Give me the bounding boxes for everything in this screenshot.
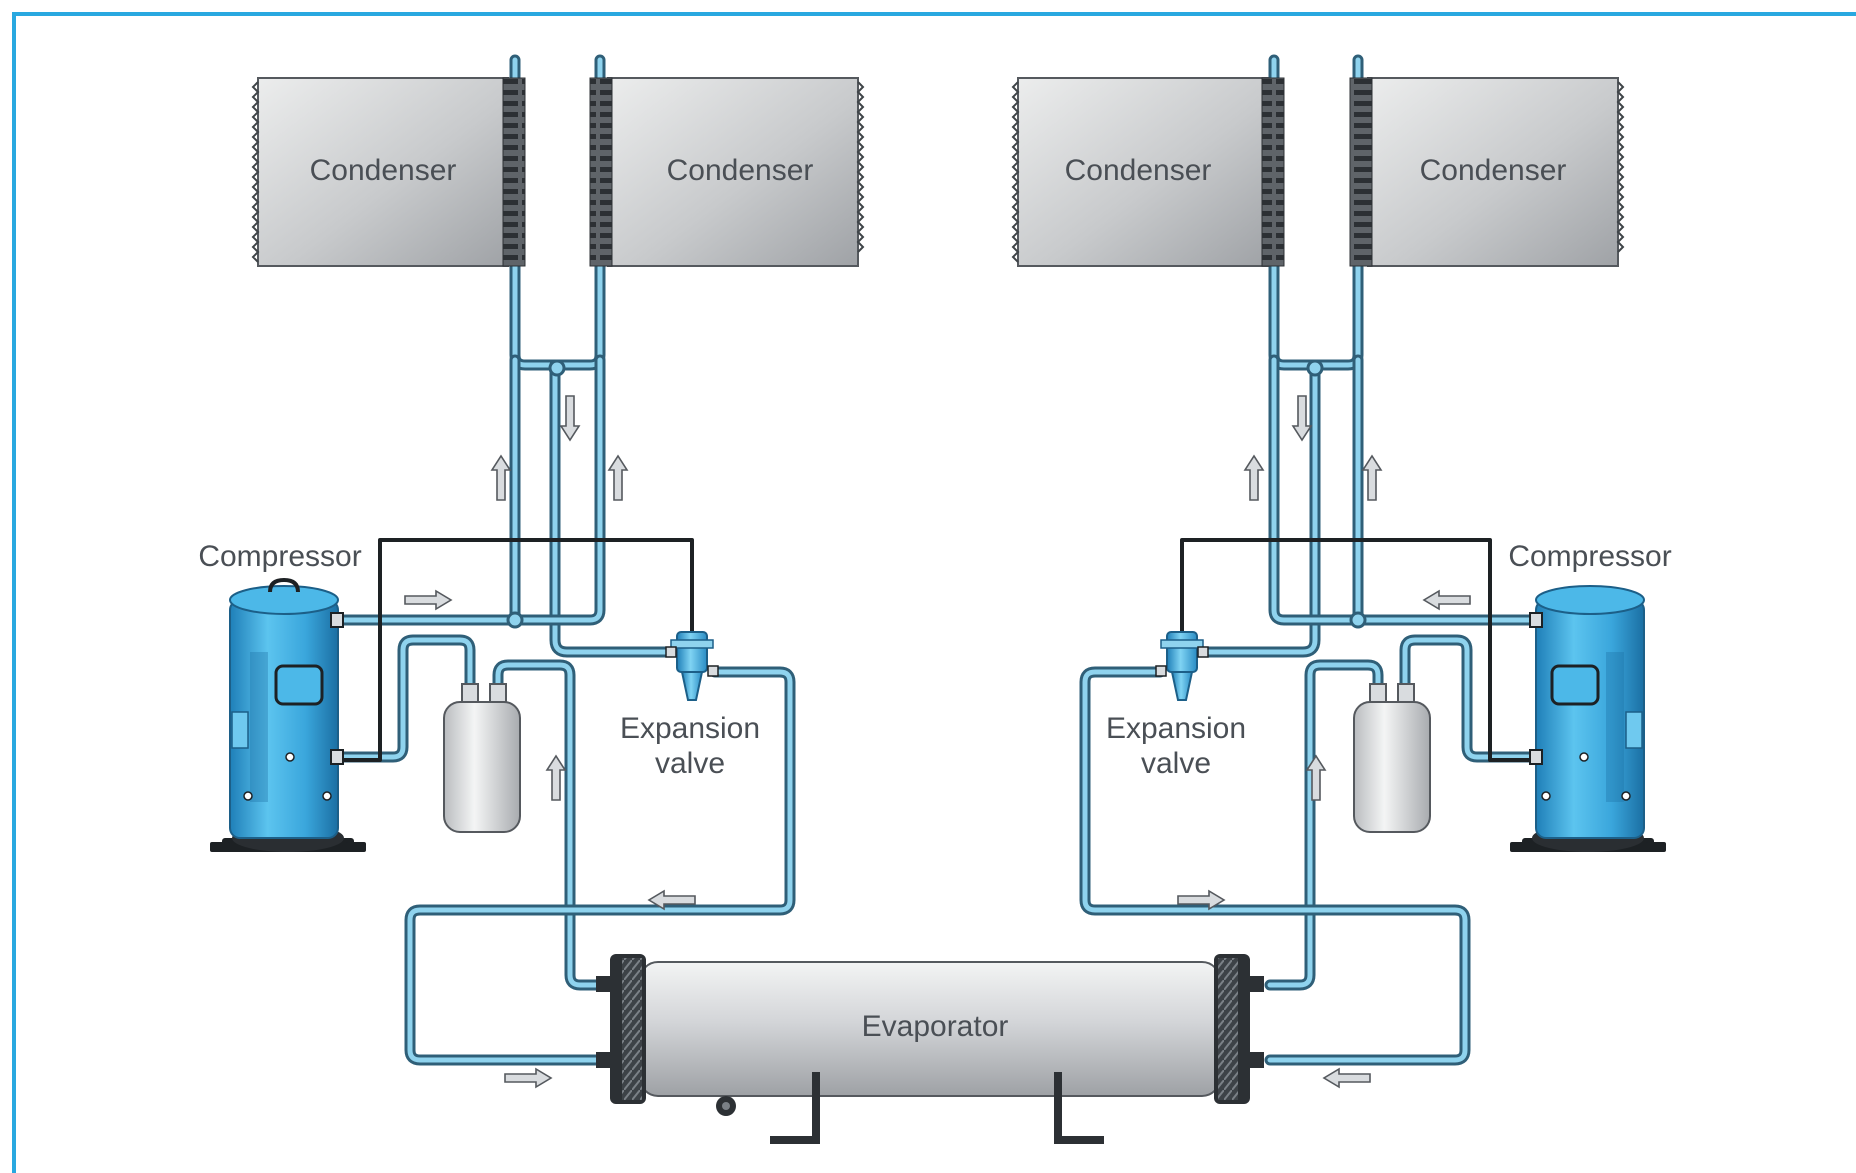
flow-arrow-up [490, 454, 512, 501]
compressor-right: Compressor [1508, 540, 1672, 852]
flow-arrow-up [607, 454, 629, 501]
flow-arrow-left [1322, 1067, 1371, 1089]
condenser-unit-4: Condenser [1349, 77, 1625, 267]
expansion-valve-right: Expansion valve [1106, 631, 1246, 780]
diagram-frame [12, 12, 1856, 1173]
refrigerant-pipes [329, 54, 1541, 1066]
flow-arrow-right [404, 589, 453, 611]
compressor-label: Compressor [198, 540, 361, 573]
accumulator-left [443, 683, 521, 833]
condenser-label: Condenser [1420, 154, 1567, 187]
pipe-tee-joints [506, 359, 1367, 629]
flow-arrow-down [1291, 395, 1313, 442]
flow-arrow-up [1305, 754, 1327, 801]
evaporator-label: Evaporator [862, 1010, 1009, 1043]
expansion-valve-label-line1: Expansion [1106, 712, 1246, 745]
compressor-label: Compressor [1508, 540, 1671, 573]
expansion-valve-label-line2: valve [655, 747, 725, 780]
flow-arrow-right [504, 1067, 553, 1089]
evaporator: Evaporator [596, 954, 1264, 1144]
flow-arrow-down [559, 395, 581, 442]
condenser-unit-2: Condenser [589, 77, 865, 267]
expansion-valve-label-line2: valve [1141, 747, 1211, 780]
expansion-valve-left: Expansion valve [620, 631, 760, 780]
flow-arrow-up [545, 754, 567, 801]
flow-arrow-up [1361, 454, 1383, 501]
control-lines [335, 538, 1535, 762]
condenser-unit-3: Condenser [1011, 77, 1285, 267]
flow-arrow-right [1177, 889, 1226, 911]
condenser-label: Condenser [1065, 154, 1212, 187]
accumulator-right [1353, 683, 1431, 833]
flow-arrows [404, 395, 1471, 1089]
flow-arrow-up [1243, 454, 1265, 501]
flow-arrow-left [647, 889, 696, 911]
flow-arrow-left [1422, 589, 1471, 611]
compressor-left: Compressor [198, 540, 366, 852]
condenser-label: Condenser [310, 154, 457, 187]
expansion-valve-label-line1: Expansion [620, 712, 760, 745]
condenser-unit-1: Condenser [251, 77, 526, 267]
condenser-label: Condenser [667, 154, 814, 187]
